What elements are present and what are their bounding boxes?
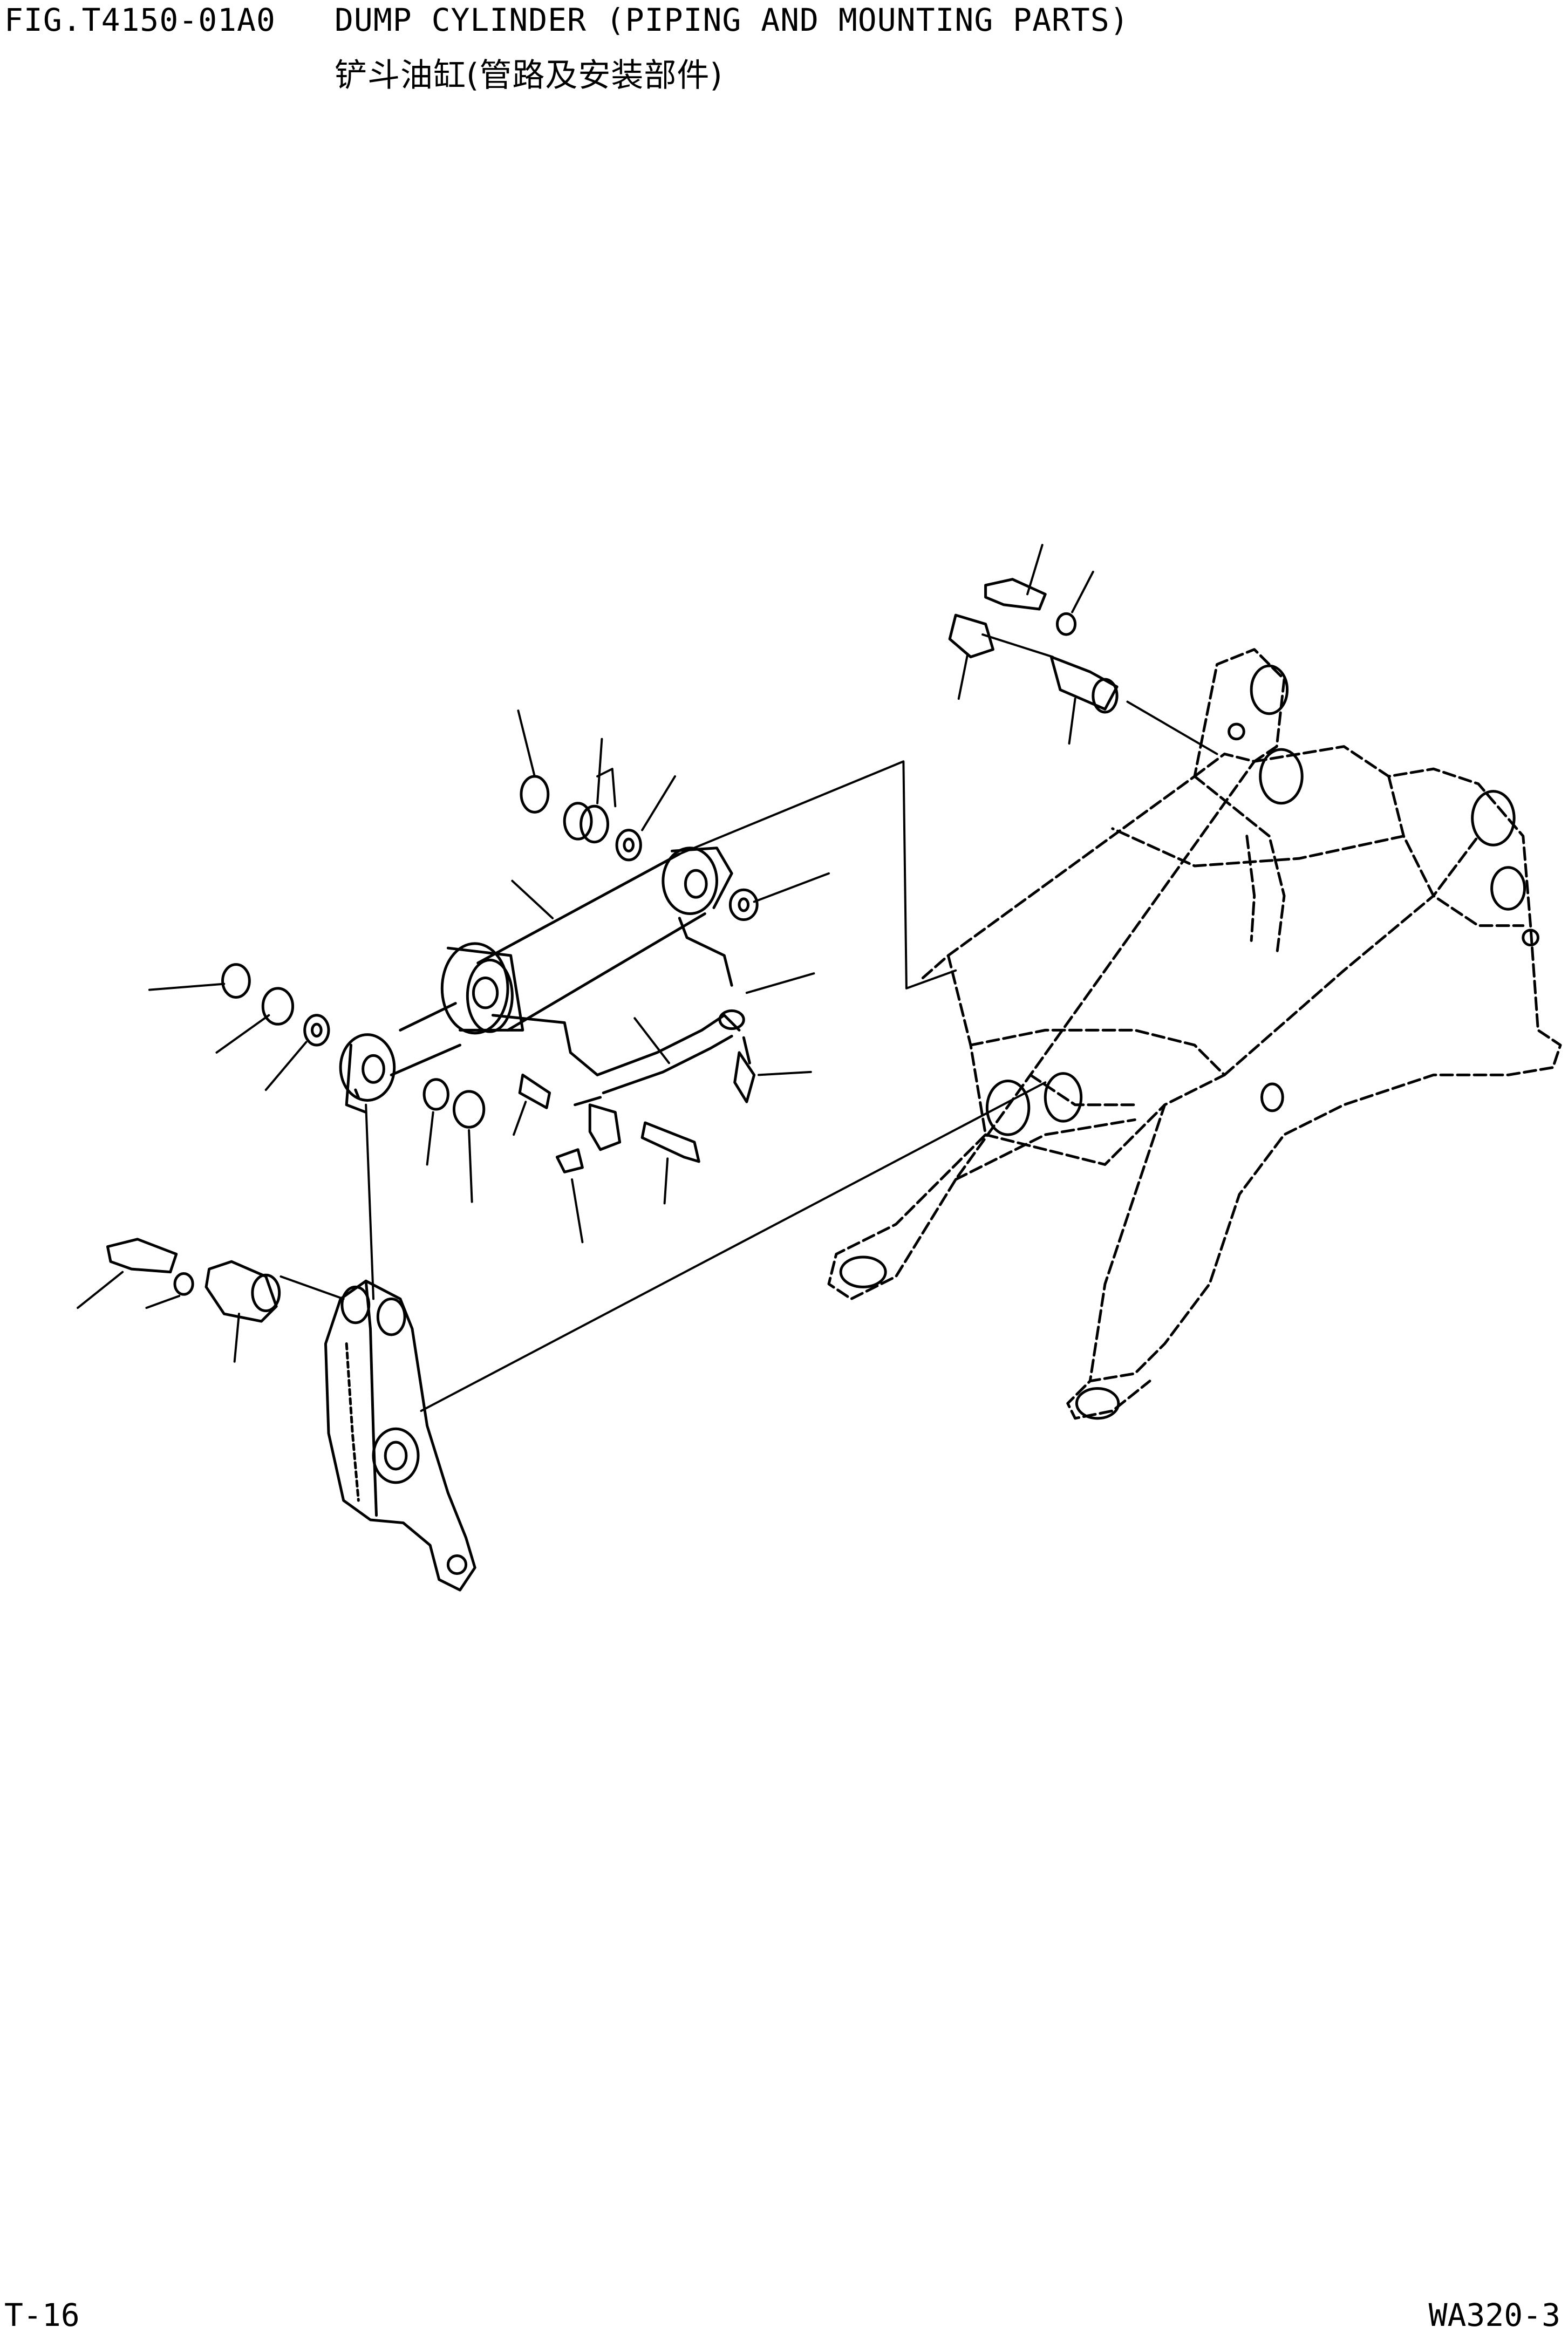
model-number: WA320-3	[1428, 2297, 1560, 2333]
hydraulic-piping	[493, 918, 754, 1172]
figure-title-chinese: 铲斗油缸(管路及安装部件)	[335, 57, 723, 94]
figure-code: FIG.T4150-01A0	[4, 2, 276, 38]
bellcrank-lever	[325, 1281, 475, 1590]
relation-lines	[281, 634, 1217, 1411]
callout-leaders	[78, 545, 1093, 1362]
page-number: T-16	[4, 2297, 80, 2333]
figure-title: DUMP CYLINDER (PIPING AND MOUNTING PARTS…	[335, 2, 1129, 38]
mounting-parts	[107, 579, 1117, 1321]
dump-cylinder	[340, 848, 732, 1113]
loader-frame	[829, 650, 1560, 1418]
frame-pin-bosses	[841, 666, 1538, 1418]
